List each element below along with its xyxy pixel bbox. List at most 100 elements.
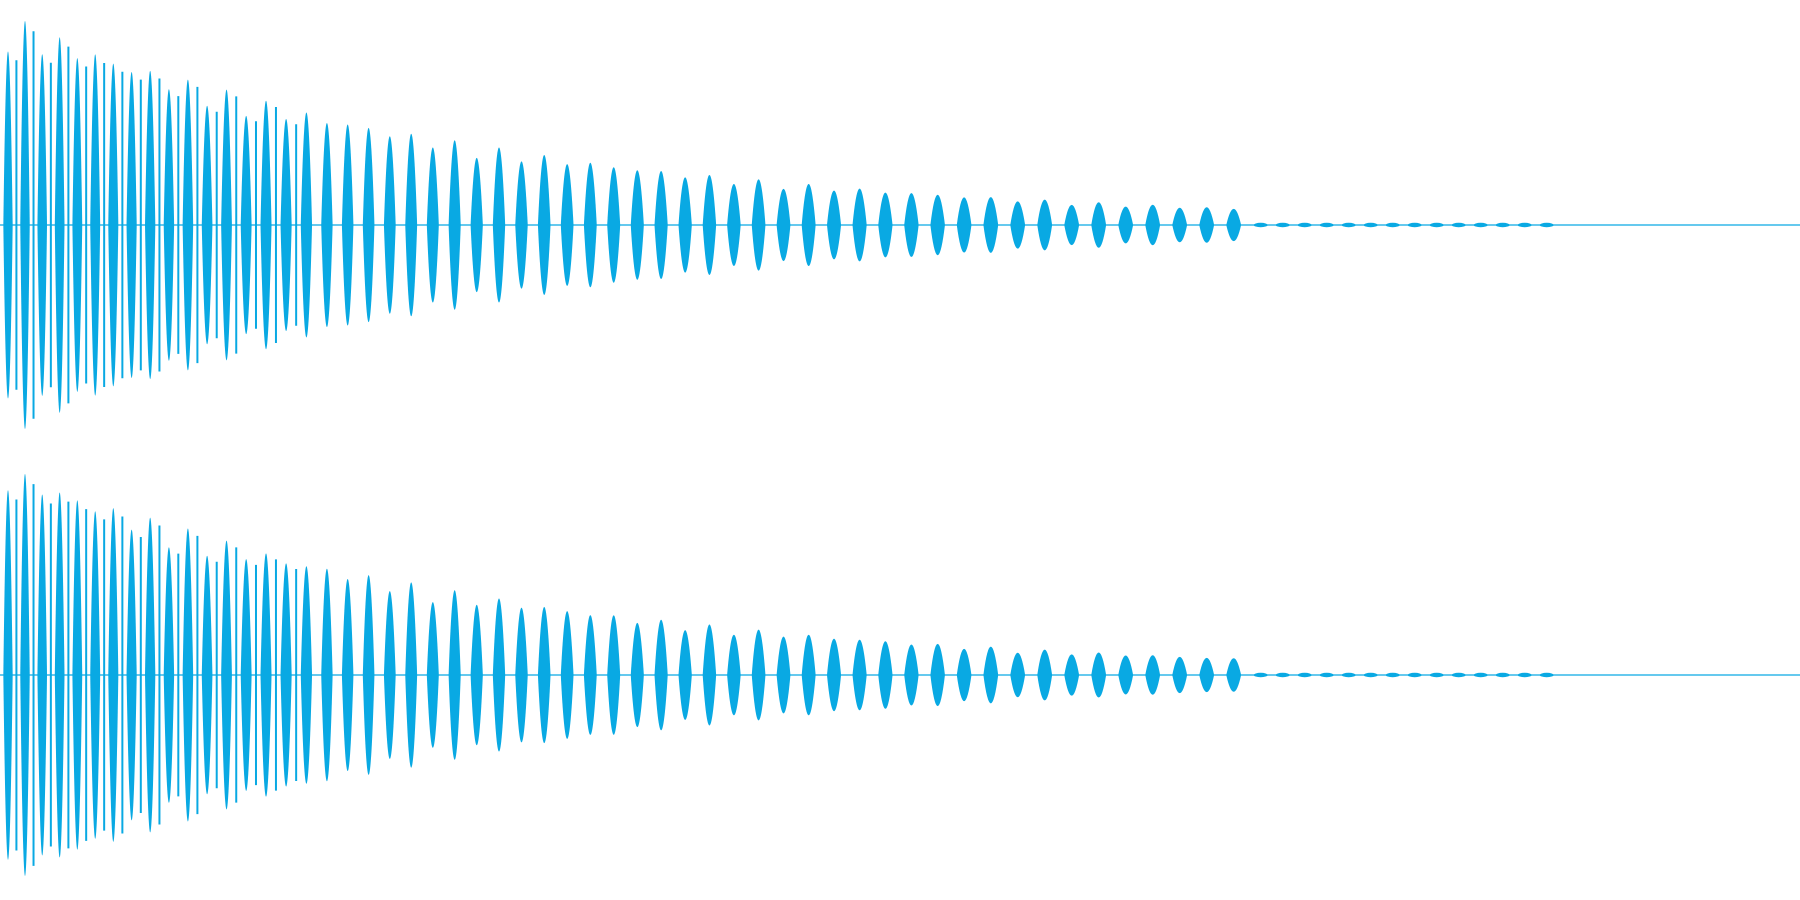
waveform-tail-pulse (1495, 222, 1510, 228)
waveform-pulse (426, 602, 439, 748)
waveform-pulse (240, 559, 252, 791)
waveform-pulse (90, 511, 101, 839)
waveform-pulse (362, 575, 375, 775)
waveform-pulse (801, 634, 816, 716)
waveform-tail-pulse (1319, 222, 1334, 228)
waveform-pulse (515, 607, 528, 743)
waveform-pulse (727, 184, 741, 266)
waveform-pulse (20, 474, 30, 876)
waveform-pulse (1145, 655, 1161, 695)
waveform-tail-pulse (1363, 672, 1378, 678)
waveform-pulse (1199, 657, 1215, 693)
waveform-pulse (583, 615, 597, 735)
waveform-pulse (20, 21, 30, 429)
waveform-tail-pulse (1495, 672, 1510, 678)
waveform-pulse (1010, 201, 1026, 249)
waveform-pulse (702, 624, 717, 726)
waveform-pulse (37, 494, 48, 856)
waveform-pulse (341, 124, 354, 326)
waveform-pulse (607, 615, 621, 735)
waveform-pulse (607, 167, 621, 283)
waveform-pulse (852, 639, 867, 711)
waveform-tail-pulse (1429, 672, 1444, 678)
waveform-pulse (1037, 649, 1053, 701)
channel-2-waveform[interactable] (0, 474, 1800, 876)
waveform-pulse (878, 641, 893, 709)
waveform-pulse (515, 161, 528, 289)
waveform-tail-pulse (1253, 672, 1268, 678)
waveform-pulse (405, 133, 418, 317)
waveform-tail-pulse (1473, 672, 1488, 678)
waveform-tail-pulse (1385, 672, 1400, 678)
waveform-pulse (72, 58, 83, 392)
waveform-pulse (182, 79, 194, 371)
waveform-pulse (983, 646, 999, 704)
waveform-pulse (341, 578, 354, 772)
waveform-pulse (956, 648, 972, 702)
waveform-pulse (904, 193, 919, 257)
waveform-pulse (300, 566, 313, 784)
waveform-tail-pulse (1341, 222, 1356, 228)
waveform-pulse (1037, 199, 1053, 251)
waveform-pulse (956, 197, 972, 253)
waveform-pulse (801, 183, 816, 267)
waveform-pulse (983, 197, 999, 253)
waveform-tail-pulse (1275, 672, 1290, 678)
waveform-pulse (90, 54, 101, 396)
channel-1-waveform[interactable] (0, 21, 1800, 429)
waveform-pulse (1091, 202, 1107, 248)
waveform-pulse (383, 591, 396, 759)
waveform-pulse (54, 37, 65, 413)
waveform-pulse (776, 636, 791, 714)
waveform-tail-pulse (1275, 222, 1290, 228)
waveform-tail-pulse (1517, 672, 1532, 678)
waveform-pulse (492, 147, 506, 303)
waveform-tail-pulse (1253, 222, 1268, 228)
waveform-pulse (362, 127, 375, 323)
waveform-pulse (776, 188, 791, 262)
waveform-pulse (630, 622, 644, 728)
waveform-pulse (300, 112, 313, 338)
waveform-tail-pulse (1473, 222, 1488, 228)
waveform-pulse (108, 63, 119, 387)
waveform-pulse (904, 644, 919, 706)
waveform-pulse (448, 140, 461, 310)
waveform-pulse (630, 170, 644, 280)
waveform-tail-pulse (1407, 672, 1422, 678)
waveform-pulse (54, 492, 65, 858)
waveform-pulse (1091, 652, 1107, 698)
waveform-pulse (182, 528, 194, 822)
waveform-pulse (221, 540, 232, 810)
waveform-pulse (201, 105, 213, 345)
waveform-pulse (470, 604, 483, 746)
waveform-pulse (163, 89, 175, 361)
waveform-tail-pulse (1539, 222, 1554, 228)
waveform-pulse (702, 175, 717, 275)
waveform-pulse (930, 643, 945, 707)
waveform-pulse (448, 590, 461, 760)
waveform-pulse (1145, 204, 1161, 246)
waveform-pulse (260, 553, 272, 797)
waveform-tail-pulse (1451, 672, 1466, 678)
waveform-pulse (727, 634, 741, 716)
waveform-pulse (1118, 206, 1134, 244)
waveform-tail-pulse (1319, 672, 1334, 678)
waveform-tail-pulse (1297, 222, 1312, 228)
waveform-pulse (878, 192, 893, 258)
waveform-pulse (654, 170, 668, 280)
waveform-pulse (560, 611, 574, 739)
waveform-pulse (1226, 658, 1242, 692)
waveform-pulse (1172, 207, 1188, 243)
waveform-pulse (108, 508, 119, 842)
waveform-pulse (678, 630, 692, 720)
waveform-tail-pulse (1385, 222, 1400, 228)
waveform-pulse (405, 582, 418, 768)
waveform-pulse (426, 147, 439, 303)
waveform-tail-pulse (1341, 672, 1356, 678)
waveform-pulse (560, 164, 574, 286)
waveform-tail-pulse (1539, 672, 1554, 678)
waveform-pulse (163, 547, 175, 803)
waveform-pulse (492, 598, 506, 752)
